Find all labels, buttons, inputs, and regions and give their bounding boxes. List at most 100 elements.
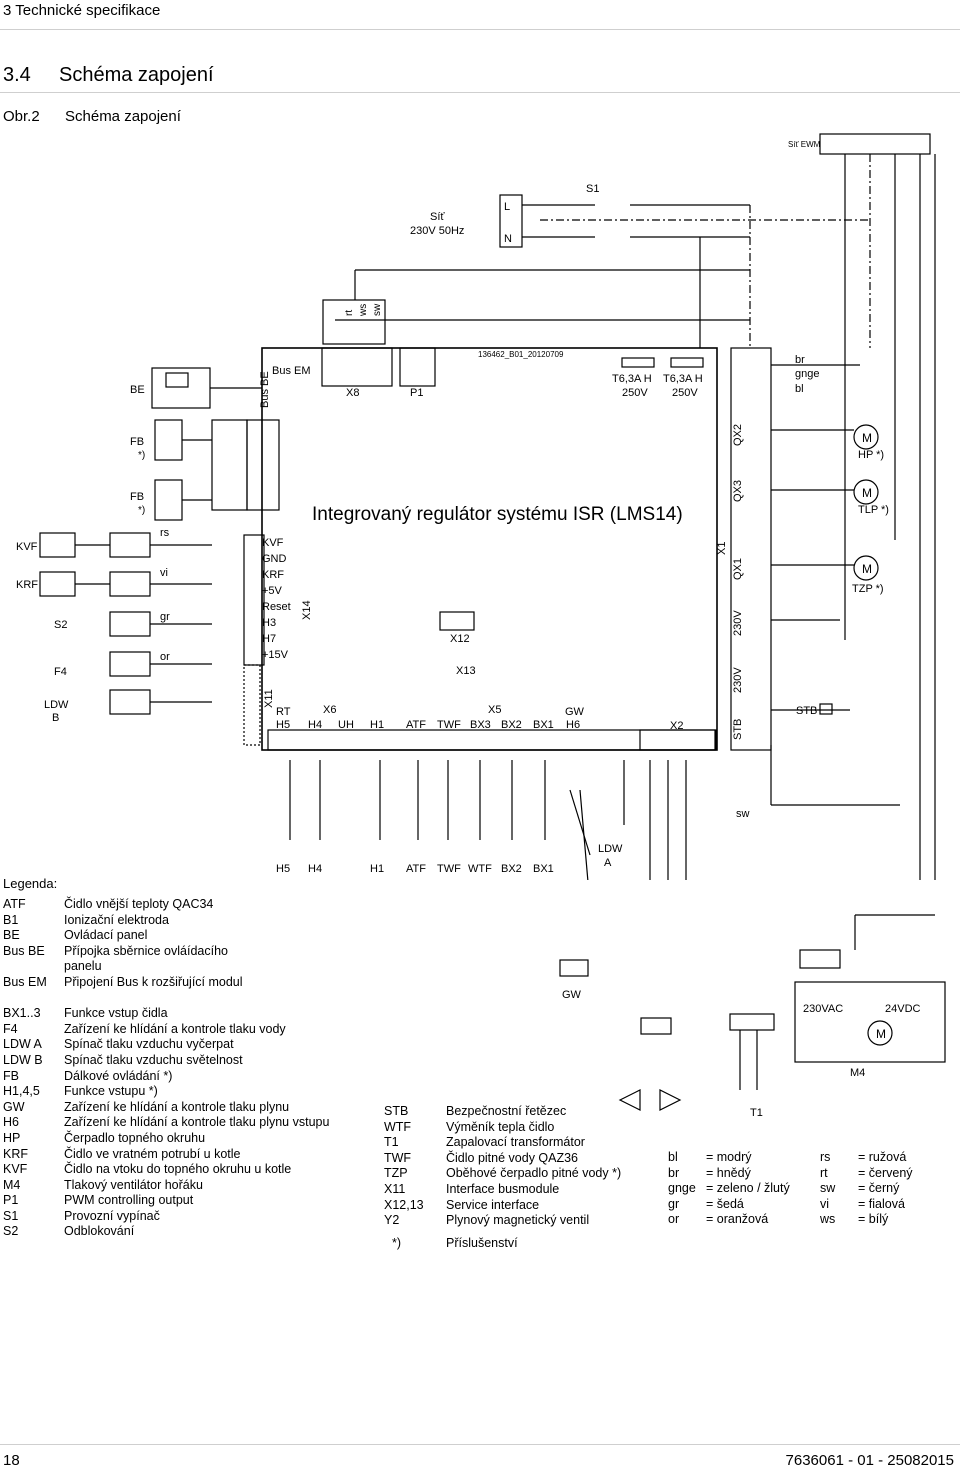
bottom-terminal: BX3 xyxy=(470,719,491,731)
label-24vdc: 24VDC xyxy=(885,1003,921,1015)
color-key: br xyxy=(668,1165,680,1180)
label-ldwa-1: LDW xyxy=(598,843,623,855)
bottom-sensor: H4 xyxy=(308,863,322,875)
label-t1: T1 xyxy=(750,1107,763,1119)
color-row: gnge= zeleno / žlutý xyxy=(668,1181,790,1197)
label-ldwa-2: A xyxy=(604,857,612,869)
header-divider xyxy=(0,29,960,30)
legend-key: T1 xyxy=(384,1135,399,1150)
bottom-sensor-labels: H5 H4 H1 ATF TWF WTF BX2 BX1 xyxy=(276,863,554,875)
label-x12: X12 xyxy=(450,633,470,645)
wire-tag: or xyxy=(160,651,170,663)
legend-key: GW xyxy=(3,1099,25,1114)
legend-value: Spínač tlaku vzduchu světelnost xyxy=(64,1052,243,1067)
bottom-terminal: BX1 xyxy=(533,719,554,731)
color-key: gr xyxy=(668,1196,680,1211)
legend-value: Zařízení ke hlídání a kontrole tlaku vod… xyxy=(64,1021,286,1036)
mains-label: Síť xyxy=(430,211,445,223)
mains-l: L xyxy=(504,201,510,213)
bottom-sensor: WTF xyxy=(468,863,492,875)
bottom-terminal-labels: H5 H4 UH H1 ATF TWF BX3 BX2 BX1 H6 xyxy=(276,719,580,731)
legend-key: *) xyxy=(392,1235,402,1250)
x14-terminal: +5V xyxy=(262,585,283,597)
chapter-header: 3 Technické specifikace xyxy=(3,2,161,19)
legend-value: Připojení Bus k rozšiřující modul xyxy=(64,974,243,989)
legend-key: H6 xyxy=(3,1115,19,1130)
label-bus-em: Bus EM xyxy=(272,365,311,377)
label-bus-be: Bus BE xyxy=(259,371,271,408)
label-hp: HP *) xyxy=(858,449,884,461)
label-s2: S2 xyxy=(54,619,67,631)
bottom-sensor: H5 xyxy=(276,863,290,875)
legend-key: BX1..3 xyxy=(3,1006,41,1021)
wire-tag: gnge xyxy=(795,368,819,380)
color-row: br= hnědý xyxy=(668,1166,790,1182)
peripheral-components: GW Y2 T1 230VAC 24VDC M4 M xyxy=(559,914,946,1119)
bottom-terminal: ATF xyxy=(406,719,426,731)
x14-terminal: Reset xyxy=(262,601,291,613)
legend-value: Čidlo pitné vody QAZ36 xyxy=(446,1150,579,1165)
legend-value: Zapalovací transformátor xyxy=(446,1135,585,1150)
label-p1: P1 xyxy=(410,387,423,399)
legend-row: T1 Zapalovací transformátor xyxy=(384,1135,621,1151)
wire-tag: ws xyxy=(358,304,369,317)
bottom-terminal: TWF xyxy=(437,719,461,731)
label-fb-1-star: *) xyxy=(138,450,145,461)
mains-n: N xyxy=(504,233,512,245)
label-f4: F4 xyxy=(54,666,67,678)
controller-board xyxy=(261,347,718,751)
legend-key: HP xyxy=(3,1130,21,1145)
label-tzp: TZP *) xyxy=(852,583,884,595)
x14-terminal: KVF xyxy=(262,537,284,549)
color-value: = oranžová xyxy=(706,1212,769,1227)
x14-terminal: KRF xyxy=(262,569,284,581)
fuse-2-voltage: 250V xyxy=(672,387,698,399)
ewm-label: Síť EWM xyxy=(788,140,821,149)
legend-key: B1 xyxy=(3,912,19,927)
bottom-terminal: H4 xyxy=(308,719,322,731)
color-key: ws xyxy=(820,1212,836,1227)
label-x1: X1 xyxy=(716,542,728,555)
label-x13: X13 xyxy=(456,665,476,677)
legend-key: KRF xyxy=(3,1146,28,1161)
legend-row: panelu xyxy=(3,959,329,975)
wire-color-tags: br gnge bl rs vi gr or rt ws sw xyxy=(160,303,819,663)
legend-value: Ovládací panel xyxy=(64,928,148,943)
color-value: = černý xyxy=(858,1181,900,1196)
fuse-1-voltage: 250V xyxy=(622,387,648,399)
label-krf: KRF xyxy=(16,579,38,591)
color-legend-left: bl= modrý br= hnědý gnge= zeleno / žlutý… xyxy=(668,1150,790,1228)
legend-value: Plynový magnetický ventil xyxy=(446,1213,590,1228)
legend-key: LDW A xyxy=(3,1037,42,1052)
right-output: 230V xyxy=(732,667,744,693)
legend-key: KVF xyxy=(3,1162,28,1177)
legend-value: Dálkové ovládání *) xyxy=(64,1068,173,1083)
fan-m: M xyxy=(876,1027,886,1041)
color-legend-right: rs= ružová rt= červený sw= černý vi= fia… xyxy=(820,1150,913,1228)
x14-terminal: +15V xyxy=(262,649,289,661)
bottom-sensor: BX1 xyxy=(533,863,554,875)
wiring-diagram: Integrovaný regulátor systému ISR (LMS14… xyxy=(16,133,936,880)
label-ldwb-2: B xyxy=(52,712,59,724)
footer-divider xyxy=(0,1444,960,1445)
color-row: or= oranžová xyxy=(668,1212,790,1228)
figure-label: Obr.2 xyxy=(3,108,40,125)
controller-title: Integrovaný regulátor systému ISR (LMS14… xyxy=(312,504,683,525)
